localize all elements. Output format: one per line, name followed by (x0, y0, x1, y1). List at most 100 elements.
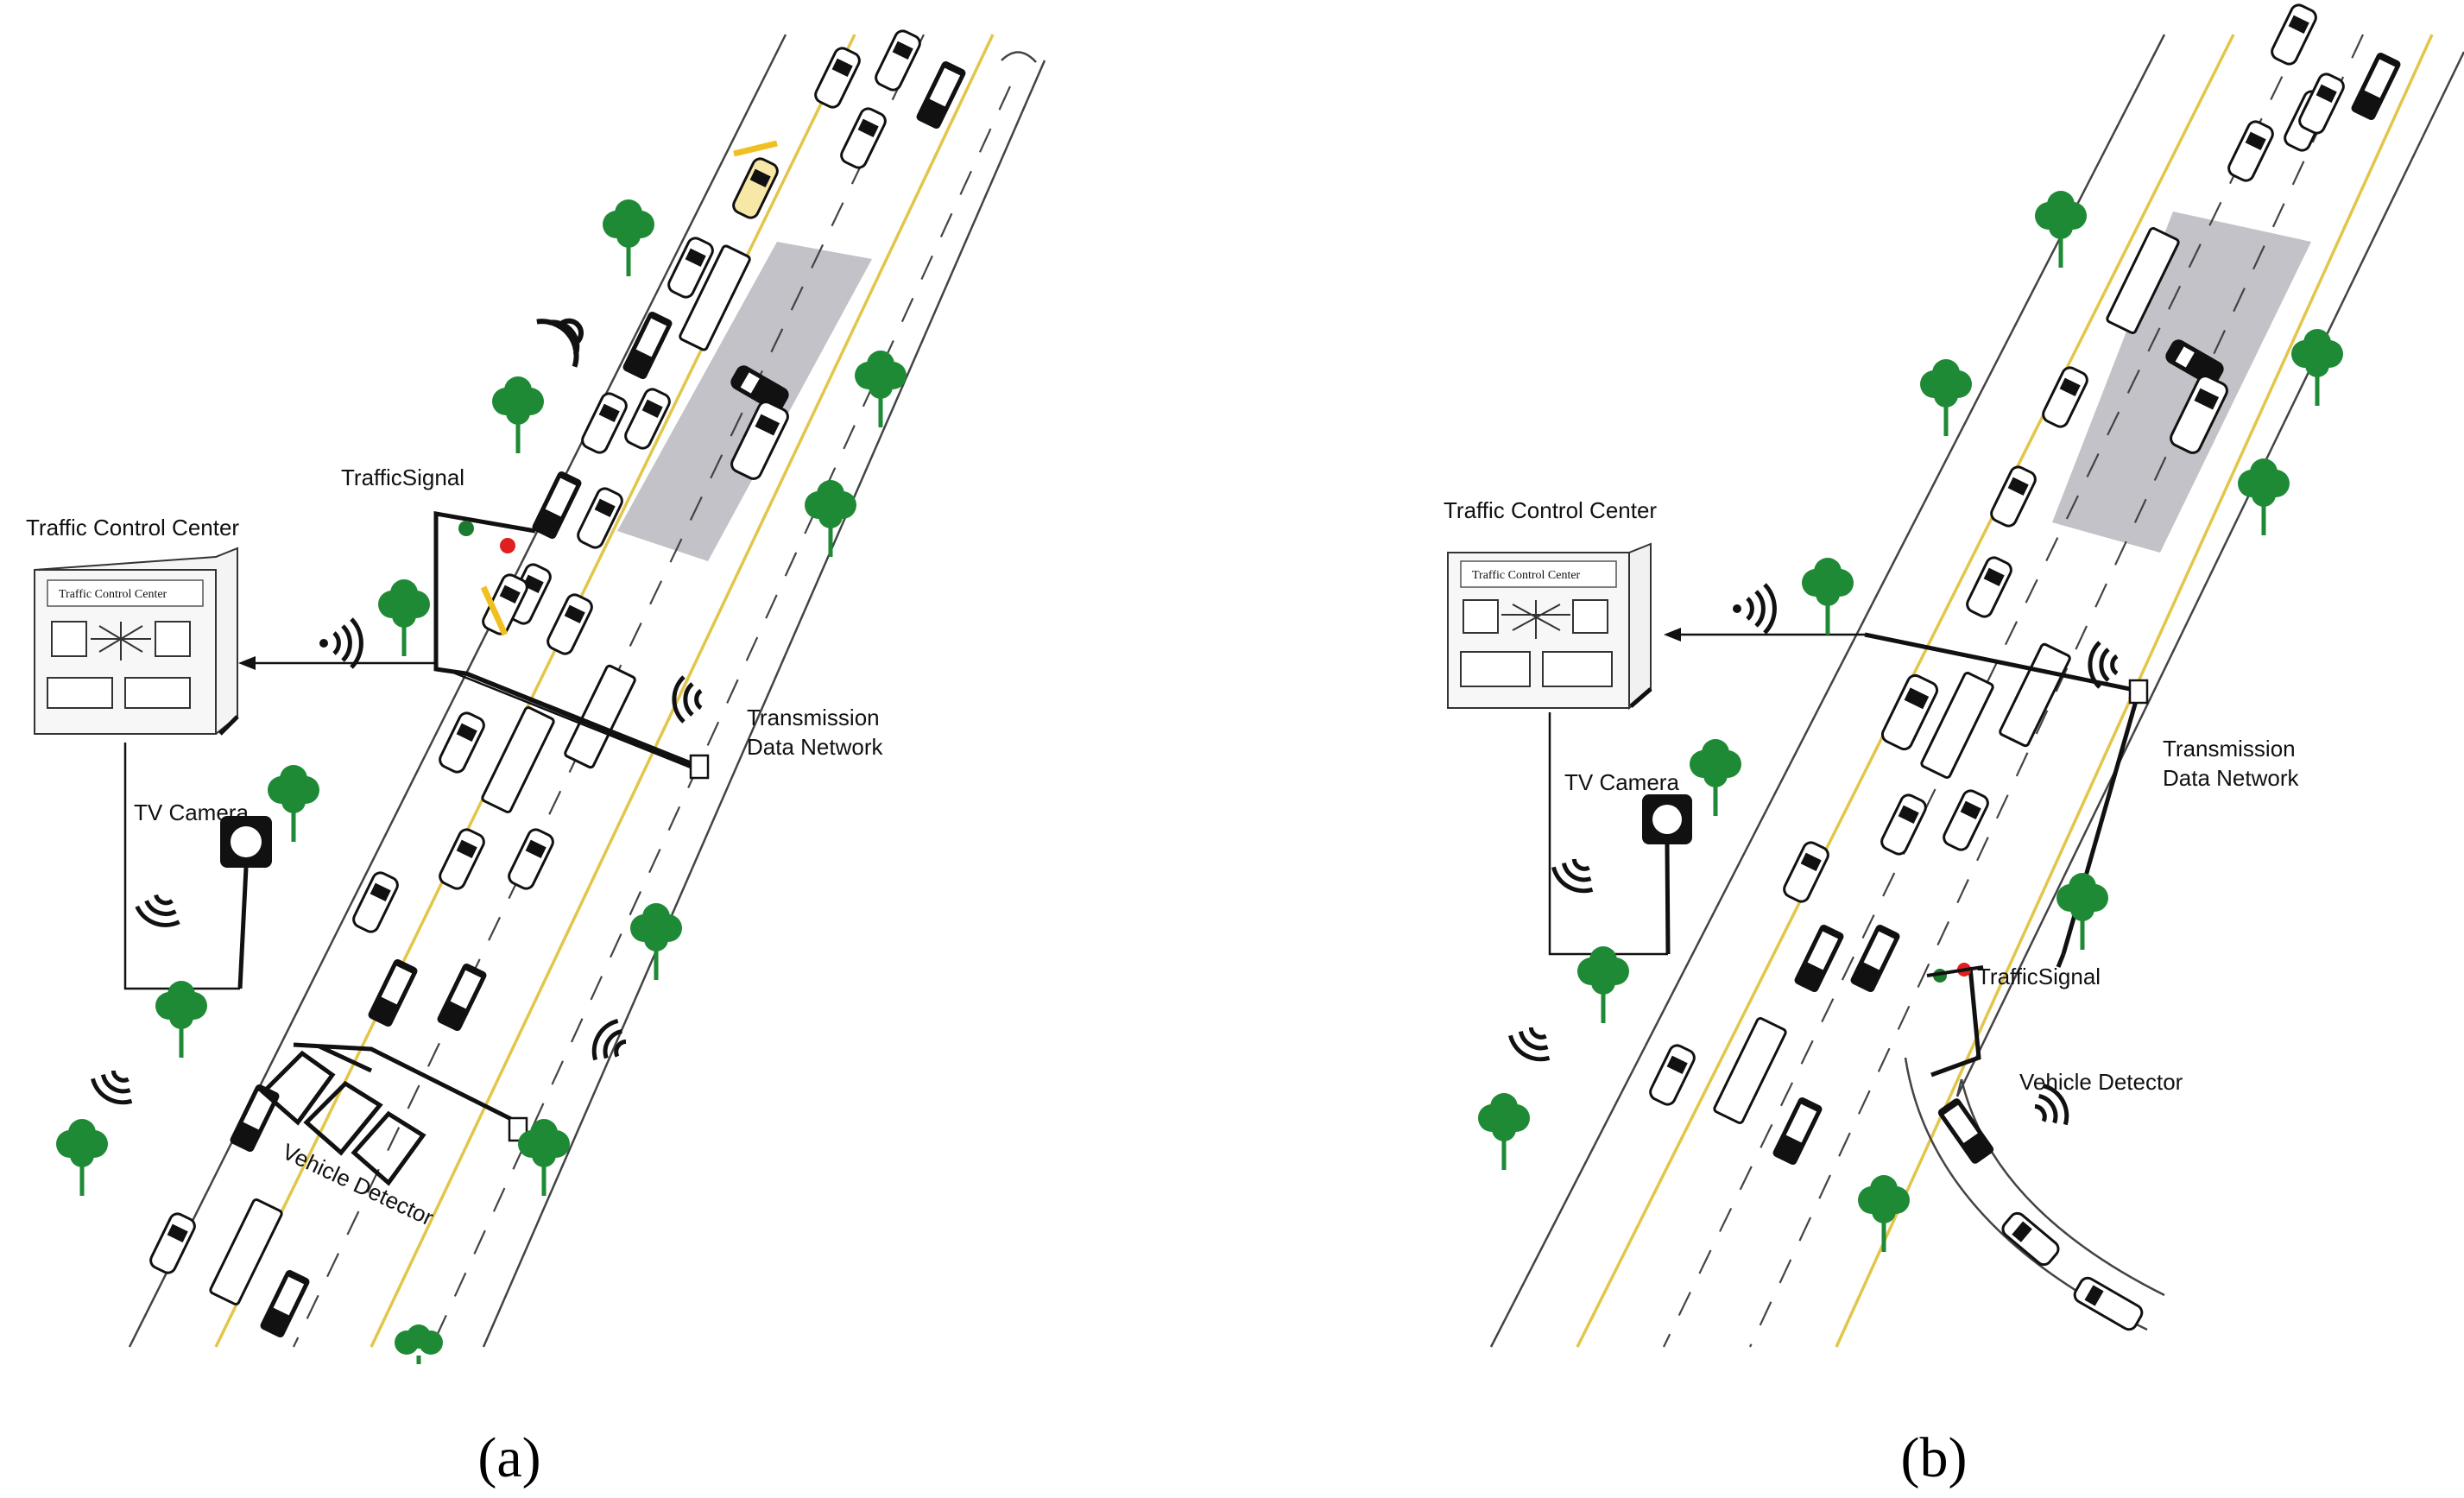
car-icon (577, 487, 623, 549)
panel-b-diagram: TrafficSignal Transmission Data Network … (1444, 3, 2464, 1489)
caption-a: (a) (477, 1426, 540, 1489)
car-icon (732, 157, 779, 219)
tree-icon (2238, 458, 2290, 535)
car-icon (2298, 73, 2345, 135)
car-icon (1990, 465, 2037, 528)
tree-icon (630, 903, 682, 980)
traffic-signal-label: TrafficSignal (341, 465, 464, 490)
tree-icon (155, 981, 207, 1058)
panel-b: TrafficSignal Transmission Data Network … (1232, 0, 2464, 1494)
wireless-signal-icon (2034, 1084, 2069, 1126)
truck-icon (1937, 1098, 1994, 1164)
truck-icon (481, 706, 555, 813)
tree-icon (1577, 946, 1629, 1023)
car-icon (1649, 1044, 1696, 1106)
car-icon (1966, 556, 2012, 618)
incident-zone (617, 242, 872, 561)
truck-icon (532, 471, 582, 540)
truck-icon (622, 311, 673, 380)
on-ramp (1904, 1057, 2165, 1331)
traffic-signal (1926, 963, 1984, 1078)
camera-icon (1548, 712, 1692, 956)
wireless-signal-icon (91, 1070, 133, 1105)
car-icon (547, 593, 593, 655)
truck-icon (1772, 1097, 1823, 1166)
wireless-signal-icon (536, 318, 584, 368)
vehicle-detector-label: Vehicle Detector (2019, 1069, 2183, 1095)
tree-icon (2056, 873, 2108, 950)
transmission-label-line2: Data Network (2163, 765, 2299, 791)
tree-icon (56, 1119, 108, 1196)
wireless-signal-icon (672, 675, 703, 724)
car-icon (814, 47, 861, 109)
car-icon (840, 107, 887, 169)
truck-icon (230, 1084, 280, 1153)
tree-icon (2035, 191, 2087, 268)
car-icon (875, 29, 921, 92)
car-icon (352, 871, 399, 933)
tree-icon (1920, 359, 1972, 436)
signal-red-light (500, 538, 515, 553)
car-icon (1943, 789, 1989, 851)
transmission-label-line1: Transmission (2163, 736, 2296, 762)
traffic-control-center-label: Traffic Control Center (26, 515, 239, 540)
camera-icon (123, 743, 272, 990)
wireless-signal-icon (1733, 583, 1777, 635)
building-sign: Traffic Control Center (59, 588, 167, 601)
building-icon (34, 547, 239, 736)
traffic-control-center-label: Traffic Control Center (1444, 497, 1657, 523)
car-icon (624, 388, 671, 450)
signal-green-light (458, 521, 474, 536)
transmission-label-line2: Data Network (747, 734, 883, 760)
barrier (733, 140, 778, 157)
car-icon (730, 401, 789, 480)
truck-icon (2351, 52, 2401, 121)
transmission-node (2128, 679, 2149, 705)
panel-a-diagram: TrafficSignal Transmission Data Network … (26, 29, 1046, 1489)
car-icon (2073, 1276, 2144, 1331)
panel-a: TrafficSignal Transmission Data Network … (0, 0, 1232, 1494)
tree-icon (492, 376, 544, 453)
traffic-signal-label: TrafficSignal (1977, 964, 2101, 989)
truck-icon (1794, 924, 1844, 993)
transmission-network (433, 661, 710, 780)
traffic-signal (433, 511, 536, 661)
road (128, 34, 1046, 1348)
car-icon (2165, 339, 2224, 386)
truck-icon (916, 60, 966, 130)
car-icon (2170, 375, 2228, 454)
transmission-node (689, 754, 710, 780)
truck-icon (2106, 227, 2180, 334)
wireless-signal-icon (1508, 1027, 1551, 1062)
car-icon (482, 573, 528, 635)
arrow-head (238, 656, 256, 670)
wireless-signal-icon (1551, 858, 1594, 894)
vehicle-detector-label: Vehicle Detector (278, 1138, 438, 1230)
tree-icon (1858, 1175, 1910, 1252)
transmission-label-line1: Transmission (747, 705, 880, 730)
wireless-signal-icon (591, 1019, 627, 1061)
truck-icon (564, 664, 636, 769)
car-icon (667, 237, 714, 299)
tv-camera-label: TV Camera (1564, 769, 1679, 795)
car-icon (2001, 1211, 2060, 1267)
tree-icon (395, 1324, 443, 1364)
truck-icon (437, 963, 487, 1032)
car-icon (149, 1212, 196, 1274)
tree-icon (518, 1119, 570, 1196)
car-icon (730, 365, 789, 412)
tree-icon (378, 579, 430, 656)
tree-icon (268, 765, 319, 842)
tree-icon (1690, 739, 1741, 816)
tree-icon (1478, 1093, 1530, 1170)
truck-icon (1850, 924, 1900, 993)
car-icon (2227, 120, 2274, 182)
wireless-signal-icon (319, 617, 363, 669)
car-icon (508, 828, 554, 890)
vehicles (1649, 3, 2401, 1331)
caption-b: (b) (1901, 1426, 1968, 1489)
wireless-signal-icon (2088, 641, 2119, 689)
car-icon (2042, 366, 2088, 428)
truck-icon (260, 1269, 310, 1338)
truck-icon (368, 958, 418, 1027)
